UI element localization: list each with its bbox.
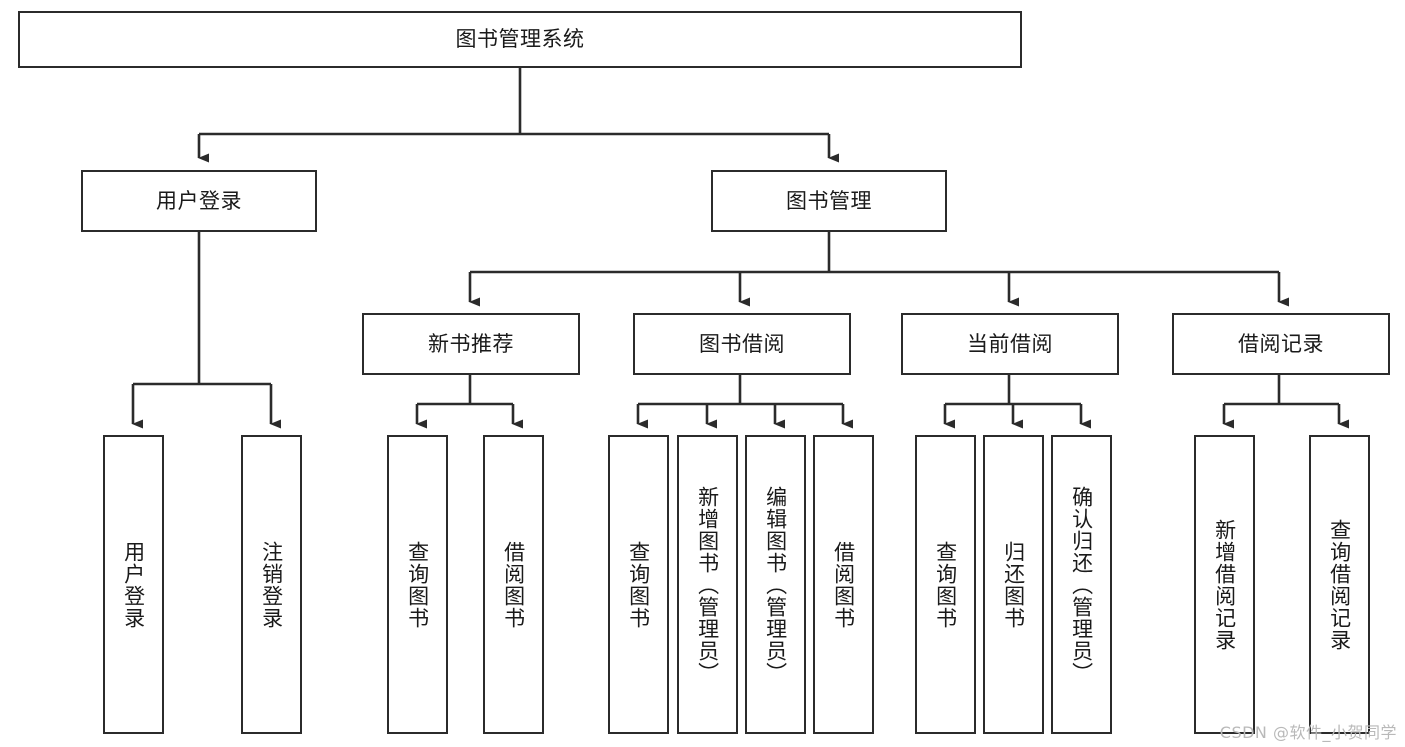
node-new-book-recommend[interactable]: 新书推荐 (362, 313, 580, 375)
leaf-return-book[interactable]: 归还图书 (983, 435, 1044, 734)
leaf-edit-book-admin[interactable]: 编辑图书（管理员） (745, 435, 806, 734)
leaf-query-book-borrow[interactable]: 查询图书 (608, 435, 669, 734)
node-current-borrow-label: 当前借阅 (967, 331, 1053, 356)
leaf-add-book-admin[interactable]: 新增图书（管理员） (677, 435, 738, 734)
leaf-query-book-borrow-label: 查询图书 (626, 540, 651, 629)
node-current-borrow[interactable]: 当前借阅 (901, 313, 1119, 375)
leaf-borrow-book-recommend-label: 借阅图书 (501, 540, 526, 629)
leaf-query-book-recommend[interactable]: 查询图书 (387, 435, 448, 734)
leaf-edit-book-admin-label: 编辑图书（管理员） (763, 485, 788, 684)
node-book-borrow[interactable]: 图书借阅 (633, 313, 851, 375)
node-user-login[interactable]: 用户登录 (81, 170, 317, 232)
leaf-query-borrow-record-label: 查询借阅记录 (1327, 518, 1352, 651)
leaf-query-book-current[interactable]: 查询图书 (915, 435, 976, 734)
leaf-return-book-label: 归还图书 (1001, 540, 1026, 629)
node-book-manage[interactable]: 图书管理 (711, 170, 947, 232)
node-new-book-recommend-label: 新书推荐 (428, 331, 514, 356)
node-borrow-record[interactable]: 借阅记录 (1172, 313, 1390, 375)
leaf-confirm-return-admin-label: 确认归还（管理员） (1069, 485, 1094, 684)
leaf-logout[interactable]: 注销登录 (241, 435, 302, 734)
leaf-query-borrow-record[interactable]: 查询借阅记录 (1309, 435, 1370, 734)
leaf-add-book-admin-label: 新增图书（管理员） (695, 485, 720, 684)
node-root-system[interactable]: 图书管理系统 (18, 11, 1022, 68)
leaf-logout-label: 注销登录 (259, 540, 284, 629)
leaf-user-login-label: 用户登录 (121, 540, 146, 629)
leaf-borrow-book-label: 借阅图书 (831, 540, 856, 629)
leaf-borrow-book[interactable]: 借阅图书 (813, 435, 874, 734)
leaf-add-borrow-record[interactable]: 新增借阅记录 (1194, 435, 1255, 734)
node-book-borrow-label: 图书借阅 (699, 331, 785, 356)
leaf-borrow-book-recommend[interactable]: 借阅图书 (483, 435, 544, 734)
node-borrow-record-label: 借阅记录 (1238, 331, 1324, 356)
leaf-confirm-return-admin[interactable]: 确认归还（管理员） (1051, 435, 1112, 734)
node-book-manage-label: 图书管理 (786, 188, 872, 213)
leaf-user-login[interactable]: 用户登录 (103, 435, 164, 734)
node-root-system-label: 图书管理系统 (455, 27, 585, 52)
leaf-query-book-recommend-label: 查询图书 (405, 540, 430, 629)
leaf-query-book-current-label: 查询图书 (933, 540, 958, 629)
leaf-add-borrow-record-label: 新增借阅记录 (1212, 518, 1237, 651)
node-user-login-label: 用户登录 (156, 188, 242, 213)
